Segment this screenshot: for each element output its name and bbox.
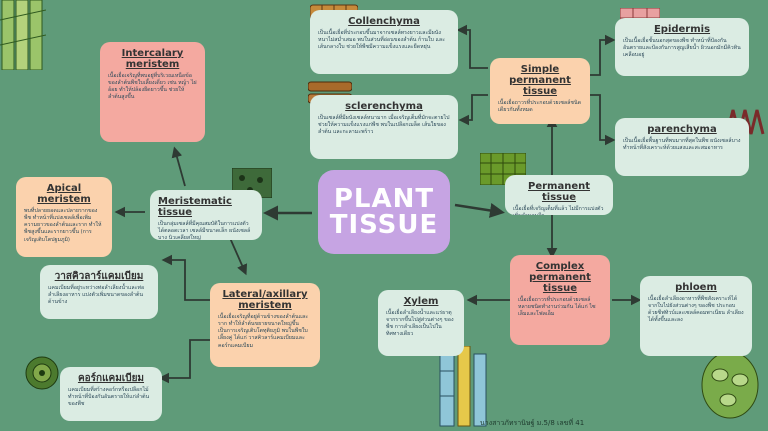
vascular-title: วาสคิวลาร์แคมเบียม [54, 271, 144, 282]
arrow-meristematic-intercalary [171, 146, 186, 187]
apical-title: Apical meristem [37, 183, 91, 205]
cork-text: แคมเบียมที่สร้างคอร์กหรือเปลือกไม้ ทำหน้… [68, 387, 150, 408]
epidermis-node: Epidermis เป็นเนื้อเยื่อชั้นนอกสุดของพืช… [615, 18, 749, 76]
simple-title: Simple permanent tissue [509, 64, 571, 97]
arrow-simple-sclerenchyma [458, 94, 488, 126]
parenchyma-illustration [725, 109, 765, 135]
lateral-text: เนื้อเยื่อเจริญที่อยู่ด้านข้างของลำต้นแล… [218, 314, 309, 349]
arrow-lateral-vascular [161, 254, 210, 301]
arrow-meristematic-lateral [229, 237, 248, 276]
sclerenchyma-node: sclerenchyma เป็นเซลล์ที่มีผนังเซลล์หนาม… [310, 95, 458, 159]
epidermis-title: Epidermis [653, 24, 711, 35]
apical-text: พบที่ปลายยอดและปลายรากของพืช ทำหน้าที่แบ… [24, 208, 102, 243]
plant-tissue-center-node: PLANT TISSUE [318, 170, 450, 254]
permanent-text: เนื้อเยื่อที่เจริญเต็มที่แล้ว ไม่มีการแบ… [513, 206, 604, 215]
lateral-title: Lateral/axillary meristem [222, 289, 308, 311]
author-credit: นางสาวภัทรานิษฐ์ ม.5/8 เลขที่ 41 [480, 419, 585, 427]
meristematic-text: เป็นกลุ่มเซลล์ที่มีคุณสมบัติในการแบ่งตัว… [158, 221, 251, 240]
arrow-simple-epidermis [590, 34, 616, 76]
arrow-lateral-cork [158, 339, 210, 384]
apical-meristem-node: Apical meristem พบที่ปลายยอดและปลายรากขอ… [16, 177, 112, 257]
phloem-node: phloem เนื้อเยื่อลำเลียงอาหารที่พืชสังเค… [640, 276, 752, 356]
sclerenchyma-title: sclerenchyma [345, 101, 423, 112]
xylem-node: Xylem เนื้อเยื่อลำเลียงน้ำและแร่ธาตุจากร… [378, 290, 464, 356]
parenchyma-text: เป็นเนื้อเยื่อพื้นฐานที่พบมากที่สุดในพืช… [623, 138, 741, 152]
parenchyma-title: parenchyma [647, 124, 717, 135]
intercalary-title: Intercalary meristem [121, 48, 184, 70]
parenchyma-node: parenchyma เป็นเนื้อเยื่อพื้นฐานที่พบมาก… [615, 118, 749, 176]
permanent-title: Permanent tissue [527, 181, 590, 203]
lateral-meristem-node: Lateral/axillary meristem เนื้อเยื่อเจริ… [210, 283, 320, 367]
cork-cambium-node: คอร์กแคมเบียม แคมเบียมที่สร้างคอร์กหรือเ… [60, 367, 162, 421]
complex-permanent-node: Complex permanent tissue เนื้อเยื่อถาวรท… [510, 255, 610, 345]
center-title-line2: TISSUE [329, 210, 439, 240]
complex-text: เนื้อเยื่อถาวรที่ประกอบด้วยเซลล์หลายชนิด… [518, 297, 596, 318]
collenchyma-title: Collenchyma [348, 16, 420, 27]
arrow-simple-parenchyma [590, 94, 616, 146]
permanent-tissue-node: Permanent tissue เนื้อเยื่อที่เจริญเต็มท… [505, 175, 613, 215]
arrow-simple-collenchyma [456, 24, 488, 69]
simple-text: เนื้อเยื่อถาวรที่ประกอบด้วยเซลล์ชนิดเดีย… [498, 100, 582, 114]
cork-title: คอร์กแคมเบียม [77, 373, 145, 384]
phloem-text: เนื้อเยื่อลำเลียงอาหารที่พืชสังเคราะห์ได… [648, 296, 744, 324]
sclerenchyma-text: เป็นเซลล์ที่มีผนังเซลล์หนามาก เมื่อเจริญ… [318, 115, 450, 136]
meristematic-title: Meristematic tissue [158, 196, 232, 218]
complex-title: Complex permanent tissue [529, 261, 591, 294]
leaf-tissue-illustration [0, 0, 46, 70]
center-title-line1: PLANT [333, 184, 435, 214]
xylem-illustration [439, 346, 487, 427]
collenchyma-node: Collenchyma เป็นเนื้อเยื่อที่ประกอบขึ้นม… [310, 10, 458, 74]
meristematic-tissue-node: Meristematic tissue เป็นกลุ่มเซลล์ที่มีค… [150, 190, 262, 240]
phloem-illustration [701, 351, 759, 419]
epidermis-text: เป็นเนื้อเยื่อชั้นนอกสุดของพืช ทำหน้าที่… [623, 38, 741, 59]
collenchyma-text: เป็นเนื้อเยื่อที่ประกอบขึ้นมาจากเซลล์ทรง… [318, 30, 445, 51]
vascular-cambium-node: วาสคิวลาร์แคมเบียม แคมเบียมที่อยู่ระหว่า… [40, 265, 158, 319]
intercalary-text: เนื้อเยื่อเจริญที่พบอยู่ที่บริเวณเหนือข้… [108, 73, 197, 101]
cork-cambium-illustration [25, 356, 59, 390]
simple-permanent-node: Simple permanent tissue เนื้อเยื่อถาวรที… [490, 58, 590, 124]
intercalary-meristem-node: Intercalary meristem เนื้อเยื่อเจริญที่พ… [100, 42, 205, 142]
xylem-text: เนื้อเยื่อลำเลียงน้ำและแร่ธาตุจากรากขึ้น… [386, 310, 454, 338]
vascular-text: แคมเบียมที่อยู่ระหว่างท่อลำเลียงน้ำและท่… [48, 285, 145, 306]
xylem-title: Xylem [403, 296, 439, 307]
arrow-center-permanent [454, 203, 505, 218]
phloem-title: phloem [675, 282, 717, 293]
